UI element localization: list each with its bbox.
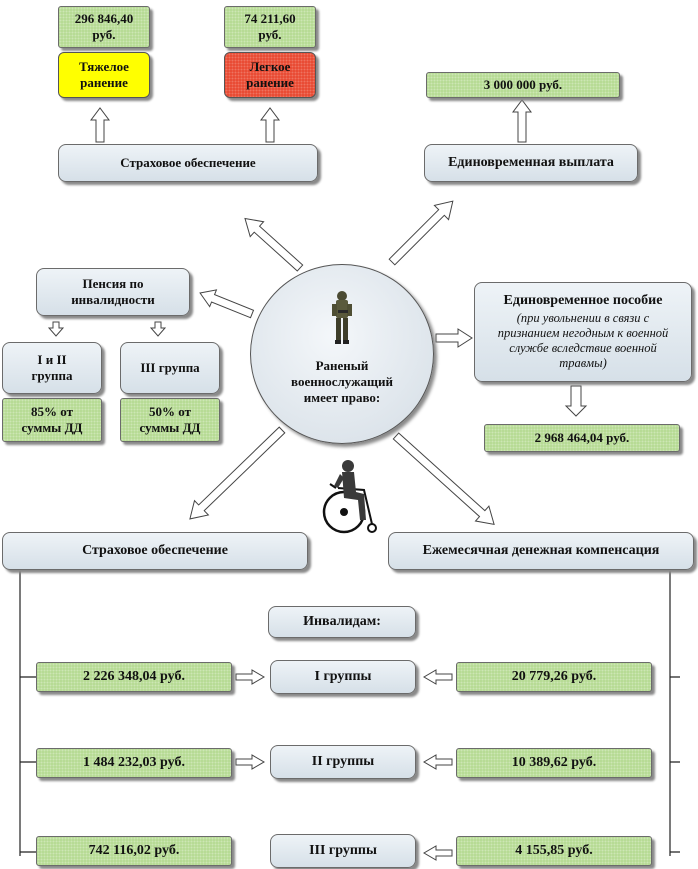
insurance-amount-2-text: 1 484 232,03 руб.	[83, 755, 185, 770]
pct3-box: 50% от суммы ДД	[120, 398, 220, 442]
label-light: Легкое ранение	[224, 52, 316, 98]
monthly-amount-3: 4 155,85 руб.	[456, 836, 652, 866]
label-severe: Тяжелое ранение	[58, 52, 150, 98]
pension-text: Пенсия по инвалидности	[71, 276, 155, 307]
allowance-note: (при увольнении в связи с признанием нег…	[497, 311, 669, 370]
monthly-text: Ежемесячная денежная компенсация	[422, 543, 660, 558]
arrow-down-group12	[47, 321, 65, 337]
insurance-amount-2: 1 484 232,03 руб.	[36, 748, 232, 778]
monthly-amount-2-text: 10 389,62 руб.	[511, 755, 597, 770]
arrow-mon-g3	[423, 845, 453, 861]
insurance-amount-1-text: 2 226 348,04 руб.	[83, 669, 185, 684]
pct12-text: 85% от суммы ДД	[21, 404, 83, 435]
label-light-text: Легкое ранение	[246, 59, 294, 90]
group12-text: I и II группа	[31, 352, 73, 383]
group12-box: I и II группа	[2, 342, 102, 394]
insurance-bottom-box: Страховое обеспечение	[2, 532, 308, 570]
group-1-text: I группы	[314, 669, 372, 684]
one-time-payment-box: Единовременная выплата	[424, 144, 638, 182]
arrow-to-monthly	[392, 432, 495, 525]
allowance-amount-text: 2 968 464,04 руб.	[534, 430, 630, 445]
monthly-amount-3-text: 4 155,85 руб.	[515, 843, 593, 858]
monthly-amount-1: 20 779,26 руб.	[456, 662, 652, 692]
one-time-amount: 3 000 000 руб.	[426, 72, 620, 98]
disabled-header-text: Инвалидам:	[303, 614, 381, 629]
pension-box: Пенсия по инвалидности	[36, 268, 190, 316]
arrow-to-insurance-top	[244, 217, 304, 272]
arrow-to-allowance	[435, 328, 473, 348]
center-title: Раненый военнослужащий имеет право:	[280, 358, 404, 406]
amount-severe-text: 296 846,40 руб.	[74, 11, 134, 42]
one-time-amount-text: 3 000 000 руб.	[483, 77, 563, 92]
one-time-payment-text: Единовременная выплата	[448, 155, 614, 170]
arrow-down-allowance	[564, 385, 588, 417]
allowance-title: Единовременное пособие	[503, 293, 663, 308]
group3-box: III группа	[120, 342, 220, 394]
insurance-amount-3-text: 742 116,02 руб.	[88, 843, 180, 858]
group-3-text: III группы	[309, 843, 377, 858]
insurance-amount-1: 2 226 348,04 руб.	[36, 662, 232, 692]
arrow-to-pension	[199, 289, 255, 319]
arrow-up-severe	[90, 107, 110, 143]
pct12-box: 85% от суммы ДД	[2, 398, 102, 442]
group-2-box: II группы	[270, 745, 416, 779]
bracket-monthly	[669, 570, 680, 856]
label-severe-text: Тяжелое ранение	[79, 59, 129, 90]
insurance-top-box: Страховое обеспечение	[58, 144, 318, 182]
bracket-insurance	[19, 570, 36, 856]
monthly-amount-2: 10 389,62 руб.	[456, 748, 652, 778]
allowance-box: Единовременное пособие (при увольнении в…	[474, 282, 692, 382]
insurance-amount-3: 742 116,02 руб.	[36, 836, 232, 866]
amount-light: 74 211,60 руб.	[224, 6, 316, 48]
insurance-top-text: Страховое обеспечение	[120, 155, 256, 170]
arrow-mon-g2	[423, 754, 453, 770]
arrow-to-onetime	[388, 200, 454, 266]
group-1-box: I группы	[270, 660, 416, 694]
group-2-text: II группы	[311, 754, 375, 769]
group-3-box: III группы	[270, 834, 416, 868]
arrow-mon-g1	[423, 669, 453, 685]
arrow-ins-g2	[235, 754, 265, 770]
arrow-to-insurance-bottom	[189, 426, 286, 520]
center-title-text: Раненый военнослужащий имеет право:	[291, 358, 393, 405]
allowance-amount: 2 968 464,04 руб.	[484, 424, 680, 452]
arrow-ins-g1	[235, 669, 265, 685]
arrow-up-light	[260, 107, 280, 143]
arrow-down-group3	[149, 321, 167, 337]
insurance-bottom-text: Страховое обеспечение	[82, 543, 228, 558]
group3-text: III группа	[140, 360, 200, 375]
monthly-box: Ежемесячная денежная компенсация	[388, 532, 694, 570]
disabled-header: Инвалидам:	[268, 606, 416, 638]
amount-light-text: 74 211,60 руб.	[244, 11, 296, 42]
pct3-text: 50% от суммы ДД	[139, 404, 201, 435]
arrow-up-onetime	[512, 99, 532, 143]
amount-severe: 296 846,40 руб.	[58, 6, 150, 48]
monthly-amount-1-text: 20 779,26 руб.	[511, 669, 597, 684]
